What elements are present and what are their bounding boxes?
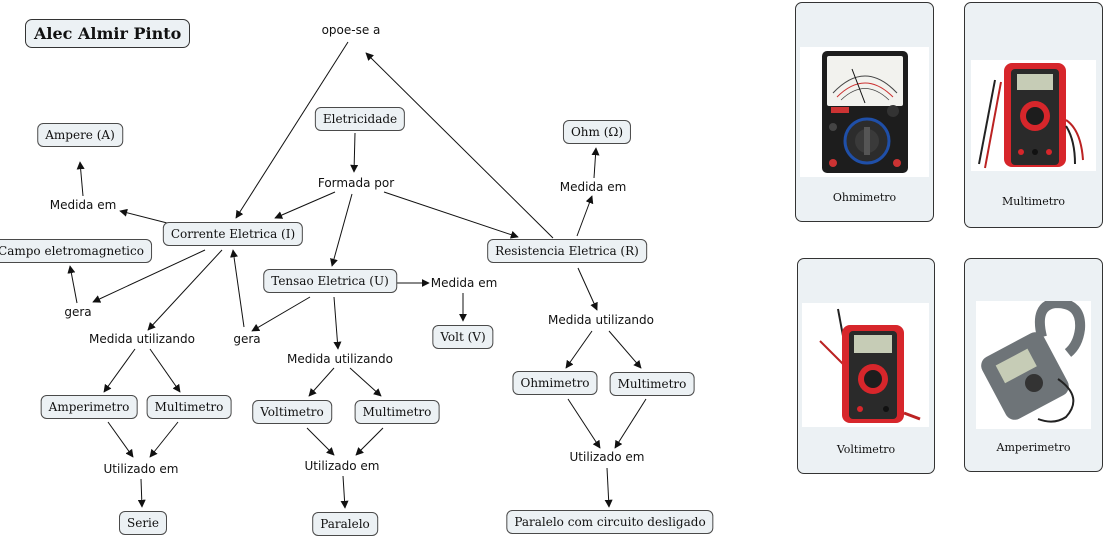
edge xyxy=(251,296,311,332)
link-medida-utilizando-tensao: Medida utilizando xyxy=(285,352,395,366)
card-voltimetro[interactable]: Voltimetro xyxy=(797,258,935,474)
edge xyxy=(76,161,85,197)
card-ohmimetro[interactable]: Ohmimetro xyxy=(795,2,934,222)
card-caption: Amperimetro xyxy=(996,441,1071,454)
link-medida-em-resistencia: Medida em xyxy=(558,180,628,194)
link-formada-por: Formada por xyxy=(316,176,396,190)
edge xyxy=(306,427,335,456)
node-paralelo[interactable]: Paralelo xyxy=(312,512,378,536)
node-corrente-eletrica[interactable]: Corrente Eletrica (I) xyxy=(162,222,304,246)
link-opoe-se-a: opoe-se a xyxy=(320,23,382,37)
edge xyxy=(330,193,353,267)
digital-multimeter-image xyxy=(971,60,1096,171)
node-eletricidade[interactable]: Eletricidade xyxy=(314,107,406,131)
node-campo-eletromagnetico[interactable]: Campo eletromagnetico xyxy=(0,239,152,263)
edge xyxy=(604,467,613,508)
edge xyxy=(149,348,181,393)
link-utilizado-em-resistencia: Utilizado em xyxy=(568,450,646,464)
digital-voltmeter-image xyxy=(802,303,929,427)
edge xyxy=(591,147,600,179)
edge xyxy=(107,421,134,458)
edge xyxy=(614,398,647,449)
link-medida-em-corrente: Medida em xyxy=(48,198,118,212)
edge xyxy=(565,330,593,369)
analog-ohmmeter-image xyxy=(800,47,929,177)
link-gera-tensao: gera xyxy=(232,332,262,346)
link-utilizado-em-tensao: Utilizado em xyxy=(303,459,381,473)
map-title: Alec Almir Pinto xyxy=(25,19,191,48)
node-multimetro-corrente[interactable]: Multimetro xyxy=(146,395,232,419)
link-medida-utilizando-resistencia: Medida utilizando xyxy=(546,313,656,327)
edge xyxy=(567,398,601,449)
edge xyxy=(103,348,136,393)
edge xyxy=(608,330,642,369)
card-amperimetro[interactable]: Amperimetro xyxy=(964,258,1103,472)
edge xyxy=(235,41,349,219)
node-volt[interactable]: Volt (V) xyxy=(432,325,494,349)
node-resistencia-eletrica[interactable]: Resistencia Eletrica (R) xyxy=(487,239,647,263)
node-tensao-eletrica[interactable]: Tensao Eletrica (U) xyxy=(263,269,397,293)
node-multimetro-resistencia[interactable]: Multimetro xyxy=(609,372,695,396)
edge xyxy=(67,265,78,304)
node-ohmimetro[interactable]: Ohmimetro xyxy=(512,371,598,395)
node-ampere[interactable]: Ampere (A) xyxy=(37,123,123,147)
edge xyxy=(383,191,519,239)
edge xyxy=(349,367,382,397)
edge xyxy=(350,132,359,173)
node-multimetro-tensao[interactable]: Multimetro xyxy=(354,400,440,424)
node-serie[interactable]: Serie xyxy=(119,511,167,535)
node-paralelo-desligado[interactable]: Paralelo com circuito desligado xyxy=(506,510,714,534)
edge xyxy=(274,191,336,219)
edge xyxy=(230,249,245,328)
card-caption: Voltimetro xyxy=(836,443,896,456)
edge xyxy=(149,421,179,458)
card-multimetro[interactable]: Multimetro xyxy=(964,2,1103,228)
edge xyxy=(308,367,335,397)
node-ohm[interactable]: Ohm (Ω) xyxy=(562,120,632,144)
node-amperimetro[interactable]: Amperimetro xyxy=(40,395,138,419)
edge xyxy=(92,249,206,303)
link-utilizado-em-corrente: Utilizado em xyxy=(102,462,180,476)
card-caption: Multimetro xyxy=(1001,195,1066,208)
link-medida-utilizando-corrente: Medida utilizando xyxy=(87,332,197,346)
edge xyxy=(576,195,594,237)
clamp-ammeter-image xyxy=(976,297,1091,429)
edge xyxy=(333,296,342,350)
link-gera-corrente: gera xyxy=(63,305,93,319)
link-medida-em-tensao: Medida em xyxy=(429,276,499,290)
edge xyxy=(340,475,349,509)
edge xyxy=(147,249,223,331)
edge xyxy=(365,52,554,239)
node-voltimetro[interactable]: Voltimetro xyxy=(252,400,332,424)
edge xyxy=(137,478,146,508)
card-caption: Ohmimetro xyxy=(832,191,897,204)
edge xyxy=(577,267,598,311)
edge xyxy=(355,427,384,456)
